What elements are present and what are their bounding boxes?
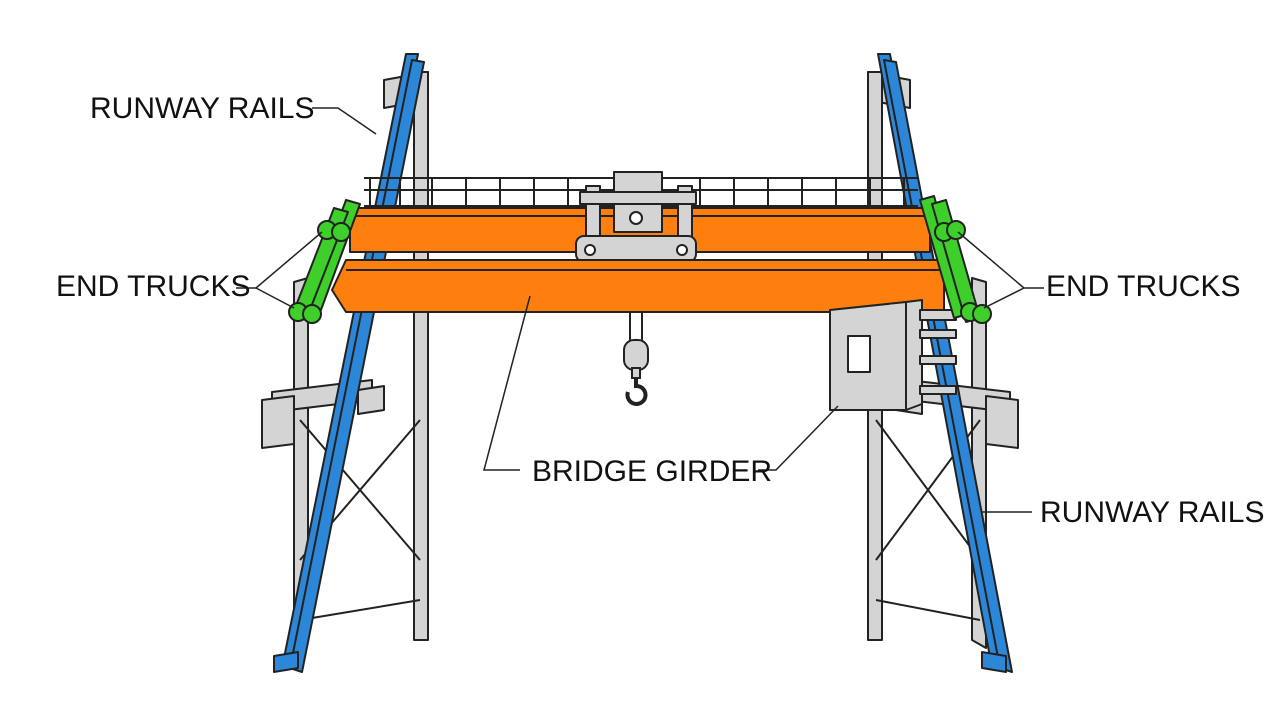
trolley [575,171,697,263]
end-truck-right [919,195,992,324]
hoist-hook [623,312,649,406]
control-cabinet [829,299,957,411]
label-runway-rails-right: RUNWAY RAILS [1040,496,1265,529]
label-end-trucks-right: END TRUCKS [1046,270,1240,303]
label-runway-rails-left: RUNWAY RAILS [90,92,315,125]
end-truck-left [288,199,361,324]
leader-lines [236,107,1044,513]
label-bridge-girder: BRIDGE GIRDER [532,455,772,488]
bridge-girder-front [331,259,945,313]
label-end-trucks-left: END TRUCKS [56,270,250,303]
